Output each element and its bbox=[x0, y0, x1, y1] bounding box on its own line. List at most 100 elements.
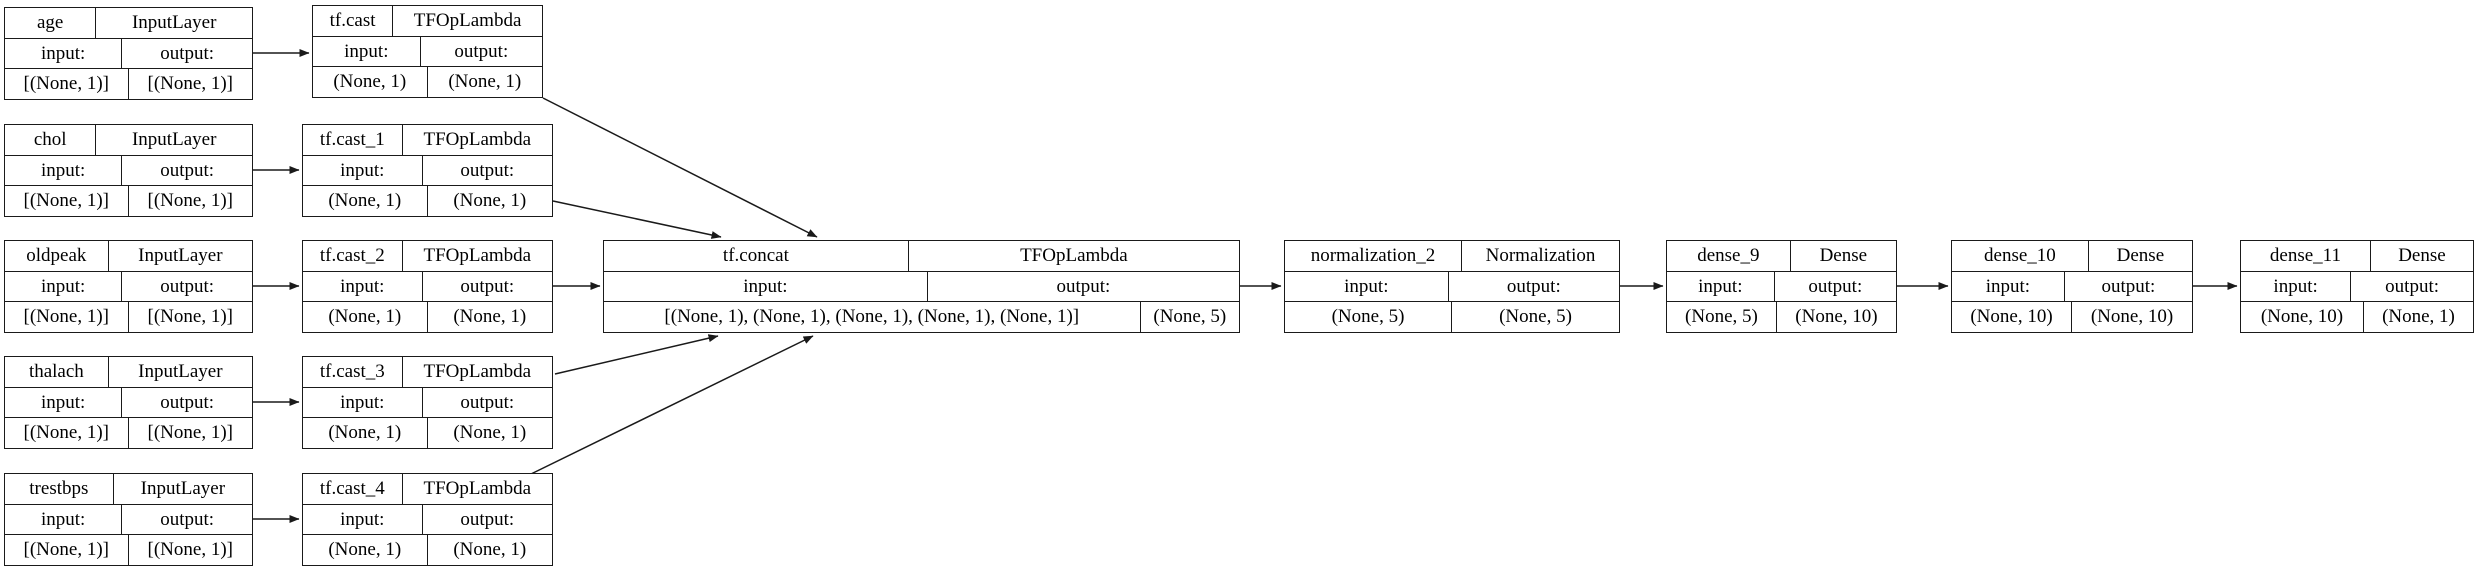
edge-tf.cast_4-to-tf.concat bbox=[530, 335, 814, 475]
node-tf.cast_1-row-1: input: output: bbox=[303, 154, 552, 186]
node-normalization_2-input-label: input: bbox=[1285, 271, 1449, 302]
node-tf.cast_3-output-label: output: bbox=[460, 391, 515, 413]
node-tf.cast_1-layer-class: TFOpLambda bbox=[423, 128, 532, 150]
node-dense_10-output-label: output: bbox=[2101, 275, 2156, 297]
node-dense_11-input-label: input: bbox=[2241, 271, 2352, 302]
node-trestbps: trestbps InputLayer input: output: [(None, 1… bbox=[4, 473, 253, 566]
node-tf.cast_1-output-shape: (None, 1) bbox=[453, 190, 527, 212]
edge-tf.cast_3-to-tf.concat bbox=[554, 334, 719, 375]
node-thalach-input-shape: [(None, 1)] bbox=[5, 418, 129, 449]
edge-tf.cast-to-tf.concat bbox=[542, 97, 818, 238]
node-oldpeak-row-1: input:output: bbox=[5, 270, 252, 302]
node-thalach-input-label: input: bbox=[5, 387, 123, 418]
node-tf.cast_2-row-1: input: output: bbox=[303, 270, 552, 302]
node-thalach-row-0: thalach InputLayer bbox=[5, 357, 252, 387]
node-trestbps-row-2: [(None, 1)][(None, 1)] bbox=[5, 534, 252, 566]
node-chol-row-1: input: output: bbox=[5, 154, 252, 186]
node-normalization_2-row-2: (None, 5)(None, 5) bbox=[1285, 301, 1619, 333]
node-tf.cast-input-shape: (None, 1) bbox=[313, 67, 428, 98]
node-tf.cast-layer-class: TFOpLambda bbox=[413, 9, 522, 31]
node-tf.cast_3-input-label: input: bbox=[303, 387, 423, 418]
node-tf.cast_2-output-label: output: bbox=[460, 275, 515, 297]
node-dense_9-layer-name: dense_9 bbox=[1667, 241, 1791, 271]
node-tf.concat-output-shape: (None, 5) bbox=[1153, 306, 1227, 328]
node-dense_9-row-0: dense_9 Dense bbox=[1667, 241, 1896, 271]
node-tf.cast_2-input-label: input: bbox=[303, 271, 423, 302]
node-dense_11-output-label: output: bbox=[2385, 275, 2440, 297]
node-tf.cast-row-2: (None, 1) (None, 1) bbox=[313, 66, 542, 98]
node-age-row-2: [(None, 1)] [(None, 1)] bbox=[5, 68, 252, 100]
node-normalization_2-row-1: input: output: bbox=[1285, 270, 1619, 302]
node-tf.cast_2-input-shape: (None, 1) bbox=[303, 302, 428, 333]
node-tf.concat-row-1: input:output: bbox=[604, 270, 1239, 302]
node-tf.cast_2-layer-name: tf.cast_2 bbox=[303, 241, 403, 271]
node-dense_11-row-1: input: output: bbox=[2241, 270, 2473, 302]
node-chol-layer-class: InputLayer bbox=[131, 128, 217, 150]
node-dense_11-input-shape: (None, 10) bbox=[2241, 302, 2364, 333]
node-tf.cast_1-input-label: input: bbox=[303, 155, 423, 186]
node-thalach-layer-name: thalach bbox=[5, 357, 109, 387]
node-age-input-shape: [(None, 1)] bbox=[5, 69, 129, 100]
node-oldpeak-input-label: input: bbox=[5, 271, 123, 302]
node-oldpeak-row-2: [(None, 1)][(None, 1)] bbox=[5, 301, 252, 333]
node-tf.cast_3-row-1: input: output: bbox=[303, 386, 552, 418]
node-age-layer-name: age bbox=[5, 8, 97, 38]
node-dense_10-input-shape: (None, 10) bbox=[1952, 302, 2072, 333]
node-dense_10-layer-name: dense_10 bbox=[1952, 241, 2089, 271]
node-dense_9-layer-class: Dense bbox=[1819, 244, 1868, 266]
node-tf.cast_3-layer-name: tf.cast_3 bbox=[303, 357, 403, 387]
node-tf.cast_4-input-label: input: bbox=[303, 504, 423, 535]
node-age-row-1: input:output: bbox=[5, 37, 252, 69]
node-dense_11-layer-class: Dense bbox=[2398, 244, 2446, 266]
node-tf.cast_4-layer-name: tf.cast_4 bbox=[303, 474, 403, 504]
node-tf.cast_1-output-label: output: bbox=[460, 159, 515, 181]
node-trestbps-input-shape: [(None, 1)] bbox=[5, 535, 129, 566]
node-tf.cast_4-layer-class: TFOpLambda bbox=[423, 477, 532, 499]
node-trestbps-layer-class: InputLayer bbox=[140, 477, 226, 499]
node-thalach-layer-class: InputLayer bbox=[138, 360, 223, 382]
node-tf.concat-input-shape: [(None, 1), (None, 1), (None, 1), (None,… bbox=[604, 302, 1141, 333]
node-tf.cast_3-input-shape: (None, 1) bbox=[303, 418, 428, 449]
node-age-output-shape: [(None, 1)] bbox=[147, 73, 233, 95]
node-trestbps-layer-name: trestbps bbox=[5, 474, 114, 504]
node-dense_10-row-1: input:output: bbox=[1952, 270, 2192, 302]
node-trestbps-input-label: input: bbox=[5, 504, 123, 535]
node-chol-output-label: output: bbox=[160, 159, 215, 181]
node-tf.cast_1-row-2: (None, 1) (None, 1) bbox=[303, 185, 552, 217]
node-tf.cast_1-input-shape: (None, 1) bbox=[303, 186, 428, 217]
node-trestbps-output-label: output: bbox=[160, 508, 215, 530]
node-tf.concat-output-label: output: bbox=[1056, 275, 1111, 297]
node-tf.cast_3-layer-class: TFOpLambda bbox=[423, 360, 532, 382]
node-tf.cast_4-output-label: output: bbox=[460, 508, 515, 530]
node-dense_11-output-shape: (None, 1) bbox=[2382, 306, 2455, 328]
node-dense_10-output-shape: (None, 10) bbox=[2090, 306, 2174, 328]
node-tf.cast-output-shape: (None, 1) bbox=[448, 71, 522, 93]
node-tf.cast_4-input-shape: (None, 1) bbox=[303, 535, 428, 566]
node-normalization_2-output-label: output: bbox=[1506, 275, 1561, 297]
node-tf.cast_2-row-2: (None, 1)(None, 1) bbox=[303, 301, 552, 333]
node-tf.cast_1-row-0: tf.cast_1 TFOpLambda bbox=[303, 125, 552, 155]
node-dense_11-row-2: (None, 10) (None, 1) bbox=[2241, 301, 2473, 333]
node-tf.cast-input-label: input: bbox=[313, 36, 421, 67]
node-tf.concat-layer-name: tf.concat bbox=[604, 241, 909, 271]
node-chol-output-shape: [(None, 1)] bbox=[147, 190, 233, 212]
node-chol-input-label: input: bbox=[5, 155, 123, 186]
node-tf.cast-row-1: input:output: bbox=[313, 35, 542, 67]
node-tf.cast_1-layer-name: tf.cast_1 bbox=[303, 125, 403, 155]
node-normalization_2-input-shape: (None, 5) bbox=[1285, 302, 1452, 333]
node-trestbps-row-1: input: output: bbox=[5, 503, 252, 535]
